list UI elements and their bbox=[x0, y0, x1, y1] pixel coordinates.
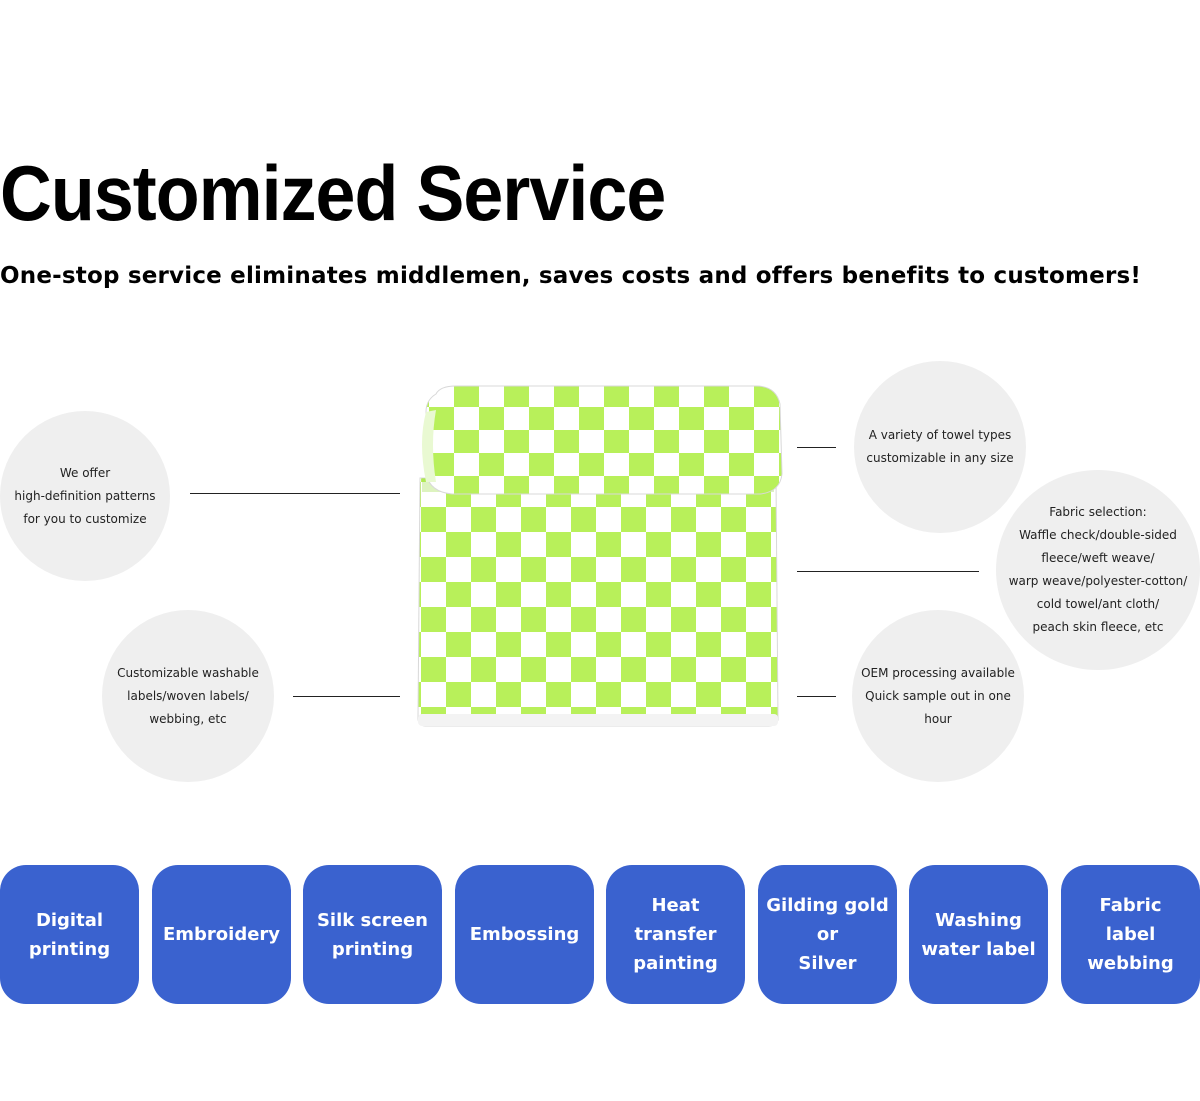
feature-bubble-patterns: We offer high-definition patterns for yo… bbox=[0, 411, 170, 581]
chip-fabric-label-webbing[interactable]: Fabric label webbing bbox=[1061, 865, 1200, 1004]
feature-bubble-text: OEM processing available Quick sample ou… bbox=[861, 665, 1015, 726]
chip-label: Embroidery bbox=[162, 924, 281, 945]
feature-bubble-oem: OEM processing available Quick sample ou… bbox=[852, 610, 1024, 782]
chip-digital-printing[interactable]: Digital printing bbox=[0, 865, 139, 1004]
chip-label: Heat transfer painting bbox=[633, 895, 718, 974]
checkered-towel-image bbox=[417, 385, 783, 727]
chip-heat-transfer-painting[interactable]: Heat transfer painting bbox=[606, 865, 745, 1004]
feature-bubble-fabric: Fabric selection: Waffle check/double-si… bbox=[996, 470, 1200, 670]
feature-bubble-towel-types: A variety of towel types customizable in… bbox=[854, 361, 1026, 533]
chip-label: Silk screen printing bbox=[316, 909, 429, 960]
chip-embossing[interactable]: Embossing bbox=[455, 865, 594, 1004]
chip-embroidery[interactable]: Embroidery bbox=[152, 865, 291, 1004]
feature-bubble-labels: Customizable washable labels/woven label… bbox=[102, 610, 274, 782]
page-subtitle: One-stop service eliminates middlemen, s… bbox=[0, 263, 1142, 289]
feature-bubble-text: Fabric selection: Waffle check/double-si… bbox=[1008, 505, 1188, 634]
connector-line bbox=[797, 447, 836, 448]
feature-bubble-text: Customizable washable labels/woven label… bbox=[117, 665, 259, 726]
chip-label: Digital printing bbox=[28, 909, 111, 960]
connector-line bbox=[190, 493, 400, 494]
connector-line bbox=[797, 696, 836, 697]
chip-label: Embossing bbox=[469, 924, 580, 945]
connector-line bbox=[293, 696, 400, 697]
chip-gilding-gold-silver[interactable]: Gilding gold or Silver bbox=[758, 865, 897, 1004]
chip-label: Washing water label bbox=[921, 909, 1036, 960]
chip-silk-screen-printing[interactable]: Silk screen printing bbox=[303, 865, 442, 1004]
page-title: Customized Service bbox=[0, 149, 666, 237]
chip-label: Fabric label webbing bbox=[1087, 895, 1174, 974]
connector-line bbox=[797, 571, 979, 572]
chip-label: Gilding gold or Silver bbox=[766, 895, 889, 974]
chip-washing-water-label[interactable]: Washing water label bbox=[909, 865, 1048, 1004]
feature-bubble-text: A variety of towel types customizable in… bbox=[866, 428, 1014, 465]
feature-bubble-text: We offer high-definition patterns for yo… bbox=[14, 465, 156, 526]
service-chip-row: Digital printing Embroidery Silk screen … bbox=[0, 865, 1200, 1005]
